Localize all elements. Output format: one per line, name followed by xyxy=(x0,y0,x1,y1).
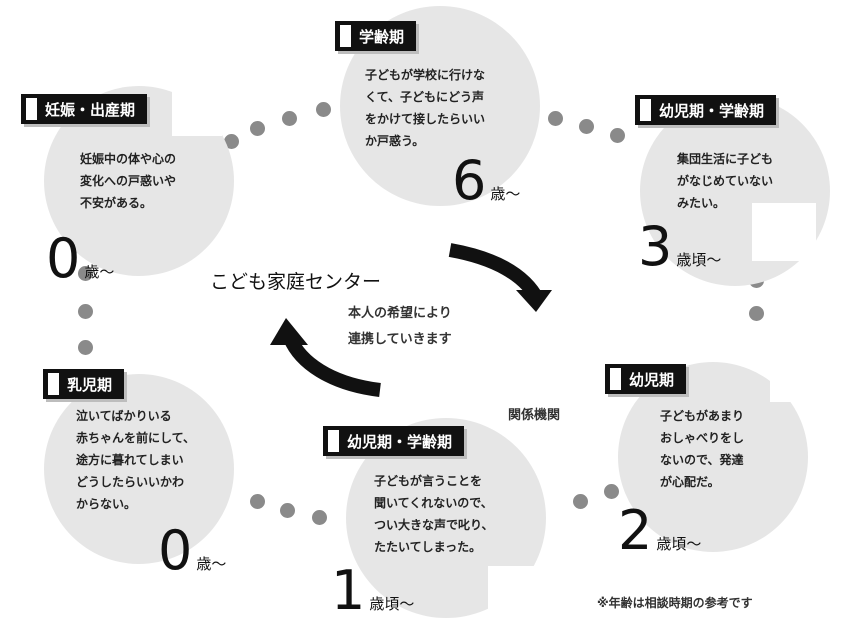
age-unit: 歳頃～ xyxy=(369,595,415,613)
desc-line: 集団生活に子ども xyxy=(677,152,774,166)
desc-line: からない。 xyxy=(76,497,137,511)
desc-line: つい大きな声で叱り、 xyxy=(374,518,494,532)
desc-line: 子どもがあまり xyxy=(660,409,745,423)
circle-nyujiki xyxy=(44,374,234,564)
desc-line: 不安がある。 xyxy=(80,196,153,210)
dot xyxy=(604,484,619,499)
dot xyxy=(573,494,588,509)
age-number: 0 xyxy=(158,519,193,582)
age-unit: 歳～ xyxy=(84,263,115,281)
desc-line: おしゃべりをし xyxy=(660,431,745,445)
age-unit: 歳頃～ xyxy=(656,535,702,553)
dot xyxy=(548,111,563,126)
stage-description-youjiki: 子どもがあまり おしゃべりをし ないので、発達 が心配だ。 xyxy=(660,405,744,493)
stage-description-gakureiki: 子どもが学校に行けな くて、子どもにどう声 をかけて接したらいい か戸惑う。 xyxy=(365,64,485,152)
dot xyxy=(78,304,93,319)
dot xyxy=(610,128,625,143)
age-number: 3 xyxy=(638,215,673,278)
arrow-left-head xyxy=(270,318,308,345)
stage-description-ninshin: 妊娠中の体や心の 変化への戸惑いや 不安がある。 xyxy=(80,148,176,214)
desc-line: 赤ちゃんを前にして、 xyxy=(76,431,196,445)
desc-line: みたい。 xyxy=(677,196,726,210)
desc-line: がなじめていない xyxy=(677,174,774,188)
age-number: 1 xyxy=(331,559,366,622)
notch xyxy=(752,203,816,261)
desc-line: 泣いてばかりいる xyxy=(76,409,172,423)
footnote: ※年齢は相談時期の参考です xyxy=(597,596,753,610)
center-note-line-2: 連携していきます xyxy=(348,332,452,347)
stage-description-youji-gakurei-top: 集団生活に子ども がなじめていない みたい。 xyxy=(677,148,773,214)
desc-line: 子どもが言うことを xyxy=(374,474,483,488)
desc-line: たたいてしまった。 xyxy=(374,540,482,554)
stage-label-ninshin: 妊娠・出産期 xyxy=(21,94,148,124)
stage-label-youji-gakurei-bottom: 幼児期・学齢期 xyxy=(323,426,465,456)
desc-line: ないので、発達 xyxy=(660,453,744,467)
age-unit: 歳頃～ xyxy=(676,251,722,269)
dot xyxy=(250,121,265,136)
desc-line: 聞いてくれないので、 xyxy=(374,496,493,510)
notch xyxy=(770,362,814,402)
dot xyxy=(78,266,93,281)
age-number: 2 xyxy=(618,499,653,562)
notch xyxy=(488,566,552,624)
center-note-line-1: 本人の希望により xyxy=(348,306,452,321)
dot xyxy=(282,111,297,126)
desc-line: くて、子どもにどう声 xyxy=(365,90,485,104)
desc-line: か戸惑う。 xyxy=(365,134,425,148)
desc-line: どうしたらいいかわ xyxy=(76,475,185,489)
desc-line: 妊娠中の体や心の xyxy=(80,152,177,166)
dot xyxy=(316,102,331,117)
stage-label-gakureiki: 学齢期 xyxy=(335,21,417,51)
desc-line: が心配だ。 xyxy=(660,475,720,489)
age-unit: 歳～ xyxy=(490,185,521,203)
desc-line: 途方に暮れてしまい xyxy=(76,453,184,467)
stage-label-youjiki: 幼児期 xyxy=(605,364,687,394)
desc-line: 変化への戸惑いや xyxy=(80,174,177,188)
dot xyxy=(280,503,295,518)
age-unit: 歳～ xyxy=(196,555,227,573)
stage-label-nyujiki: 乳児期 xyxy=(43,369,125,399)
stage-description-youji-gakurei-bottom: 子どもが言うことを 聞いてくれないので、 つい大きな声で叱り、 たたいてしまった… xyxy=(374,470,494,558)
notch xyxy=(172,86,222,136)
arrow-right-head xyxy=(516,290,552,312)
age-number: 6 xyxy=(452,149,487,212)
desc-line: 子どもが学校に行けな xyxy=(365,68,486,82)
dot xyxy=(749,306,764,321)
dot xyxy=(78,340,93,355)
dot xyxy=(579,119,594,134)
dot xyxy=(312,510,327,525)
related-organizations: 関係機関 xyxy=(508,408,561,423)
stage-label-youji-gakurei-top: 幼児期・学齢期 xyxy=(635,95,777,125)
stage-description-nyujiki: 泣いてばかりいる 赤ちゃんを前にして、 途方に暮れてしまい どうしたらいいかわ … xyxy=(76,405,195,515)
dot xyxy=(224,134,239,149)
dot xyxy=(250,494,265,509)
desc-line: をかけて接したらいい xyxy=(365,112,486,126)
arrow-right-curve xyxy=(448,243,545,304)
center-title: こども家庭センター xyxy=(210,271,382,293)
age-number: 0 xyxy=(46,227,81,290)
